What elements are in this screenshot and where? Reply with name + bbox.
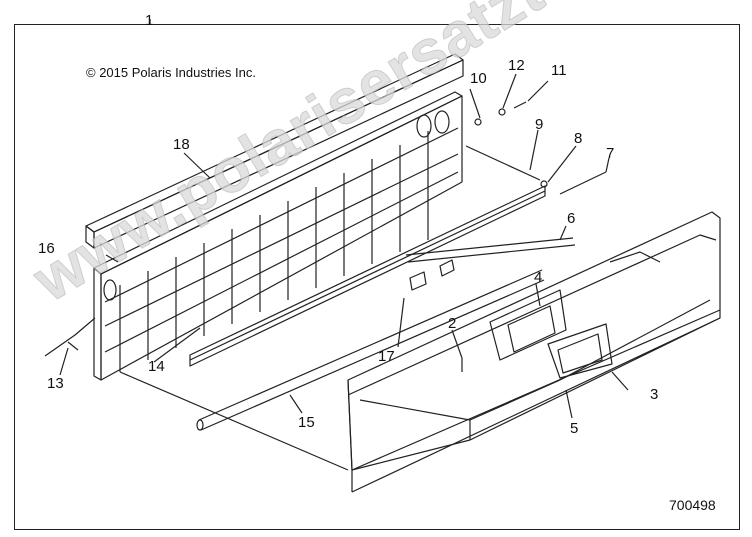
cable-13	[44, 317, 96, 357]
callout-17: 17	[378, 348, 395, 365]
handle-bezel-4	[507, 305, 556, 353]
callout-4: 4	[534, 269, 543, 286]
copyright-text: © 2015 Polaris Industries Inc.	[86, 65, 256, 80]
top-cap-rail	[85, 53, 464, 249]
callout-13: 13	[47, 375, 64, 392]
screw-11	[513, 101, 527, 109]
callout-12: 12	[508, 57, 525, 74]
callout-8: 8	[574, 130, 583, 147]
bolt-13	[67, 341, 79, 351]
callout-16: 16	[38, 240, 55, 257]
callout-2: 2	[448, 315, 457, 332]
thin-rod-7	[559, 171, 607, 195]
handle-bezel-5	[557, 333, 603, 374]
rod-6	[405, 237, 576, 263]
callout-14: 14	[148, 358, 165, 375]
outer-panel	[347, 211, 721, 493]
latch-8	[540, 180, 548, 188]
washer-10	[474, 118, 482, 126]
callout-7: 7	[606, 145, 615, 162]
drawing-number: 700498	[669, 497, 716, 513]
callout-11: 11	[551, 62, 567, 79]
lower-channel	[189, 185, 546, 367]
callout-10: 10	[470, 70, 487, 87]
cable-9	[465, 145, 541, 181]
clip-17	[409, 271, 427, 291]
callout-18: 18	[173, 136, 190, 153]
washer-12	[498, 108, 506, 116]
callout-15: 15	[298, 414, 315, 431]
clip-17b	[439, 259, 455, 277]
long-rod	[196, 269, 545, 431]
callout-3: 3	[650, 386, 659, 403]
callout-1: 1	[145, 12, 154, 29]
diagram-frame	[14, 24, 740, 530]
inner-panel	[93, 91, 463, 381]
callout-6: 6	[567, 210, 576, 227]
callout-5: 5	[570, 420, 579, 437]
callout-9: 9	[535, 116, 544, 133]
